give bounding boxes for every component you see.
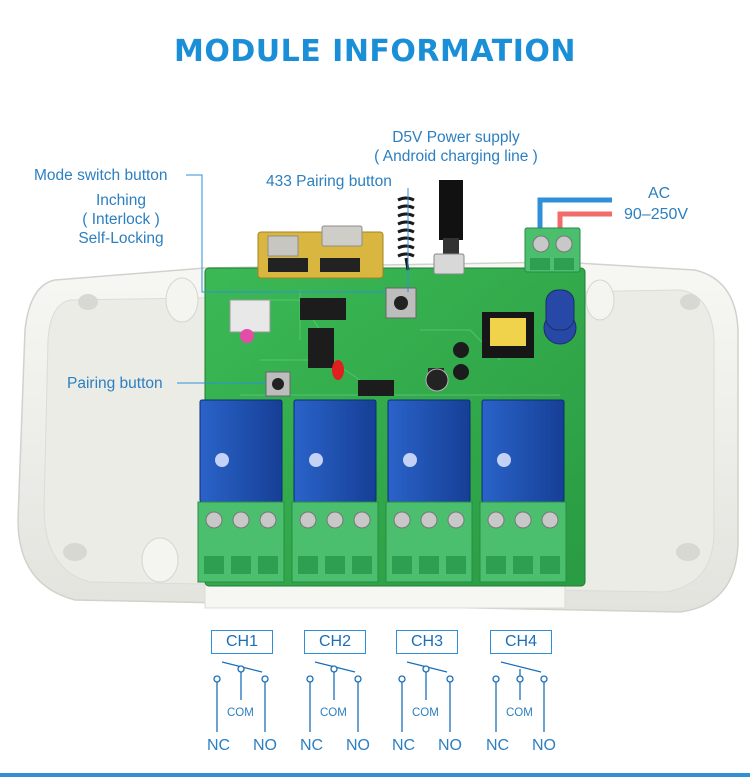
ch3-no-label: NO bbox=[438, 737, 462, 754]
rf-module bbox=[257, 225, 384, 279]
ch1-nc-label: NC bbox=[207, 737, 231, 754]
inching-label: Inching bbox=[96, 192, 146, 209]
ch2-switch bbox=[306, 661, 362, 732]
ch4-switch bbox=[492, 661, 548, 732]
ch1-com-label: COM bbox=[227, 707, 254, 719]
ch3-switch bbox=[398, 661, 454, 732]
ac-label: AC bbox=[648, 185, 671, 202]
bottom-divider bbox=[0, 773, 750, 777]
ch2-no-label: NO bbox=[346, 737, 370, 754]
ch2-label: CH2 bbox=[304, 630, 366, 654]
ac-terminal bbox=[524, 227, 581, 273]
ch3-com-label: COM bbox=[412, 707, 439, 719]
ch3-nc-label: NC bbox=[392, 737, 416, 754]
self-locking-label: Self-Locking bbox=[78, 230, 164, 247]
ch4-label: CH4 bbox=[490, 630, 552, 654]
ch2-nc-label: NC bbox=[300, 737, 324, 754]
ch4-no-label: NO bbox=[532, 737, 556, 754]
power-supply-label: D5V Power supply bbox=[392, 129, 520, 146]
page-title: MODULE INFORMATION bbox=[173, 34, 577, 69]
usb-cable bbox=[433, 180, 465, 275]
power-supply-note: ( Android charging line ) bbox=[374, 148, 538, 165]
ch1-label: CH1 bbox=[211, 630, 273, 654]
output-terminals bbox=[197, 501, 567, 583]
ch2-com-label: COM bbox=[320, 707, 347, 719]
ch3-label: CH3 bbox=[396, 630, 458, 654]
ch1-no-label: NO bbox=[253, 737, 277, 754]
mode-switch-label: Mode switch button bbox=[34, 167, 168, 184]
callout-lines bbox=[177, 174, 409, 384]
components bbox=[229, 287, 577, 397]
pairing-button-label: Pairing button bbox=[67, 375, 163, 392]
ch1-switch bbox=[213, 661, 269, 732]
ac-range-label: 90–250V bbox=[624, 206, 689, 223]
ch4-nc-label: NC bbox=[486, 737, 510, 754]
interlock-label: ( Interlock ) bbox=[82, 211, 160, 228]
ch4-com-label: COM bbox=[506, 707, 533, 719]
pairing-433-label: 433 Pairing button bbox=[266, 173, 392, 190]
